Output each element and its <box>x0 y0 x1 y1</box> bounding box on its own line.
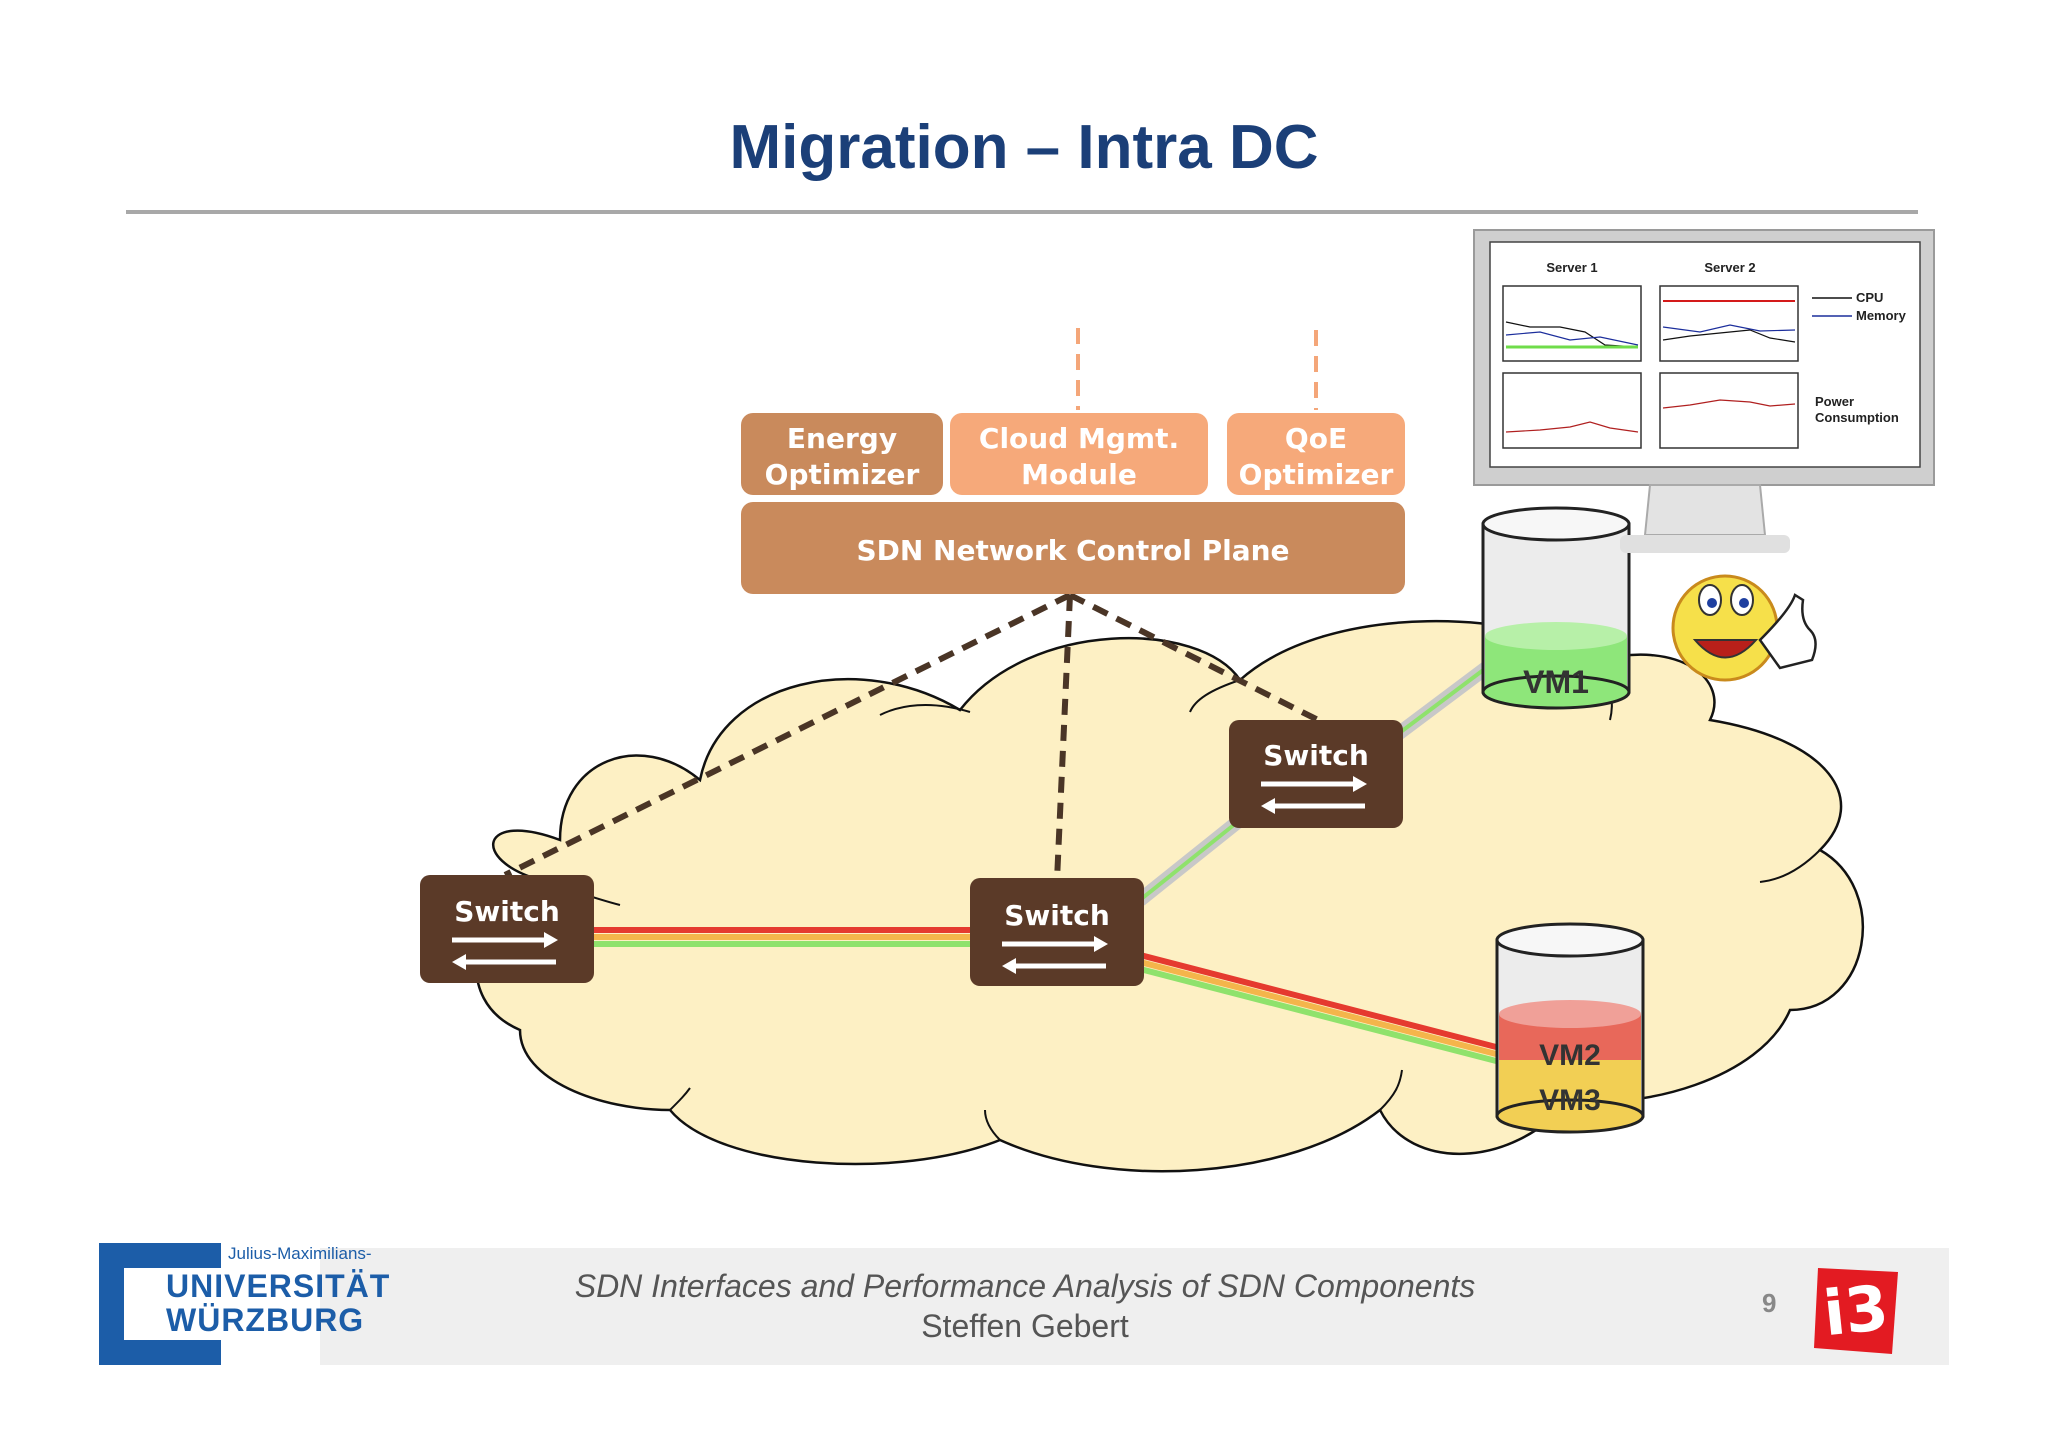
switch-right: Switch <box>1229 720 1403 828</box>
vm1-storage: VM1 <box>1481 506 1631 710</box>
upward-dashed-links <box>1076 328 1318 410</box>
switch-label: Switch <box>454 895 560 928</box>
legend-power: Power <box>1815 394 1854 409</box>
university-logo-inner <box>124 1268 221 1340</box>
footer-band <box>320 1248 1949 1365</box>
monitoring-screen: Server 1 Server 2 CPU Memory Power Consu… <box>1473 229 1935 553</box>
legend-memory: Memory <box>1856 308 1907 323</box>
cloud-mgmt-box <box>950 413 1208 495</box>
footer-author: Steffen Gebert <box>921 1308 1129 1344</box>
vm3-label: VM3 <box>1539 1084 1601 1117</box>
vm2-vm3-storage: VM2 VM3 <box>1495 922 1645 1134</box>
i3-logo-icon: i3 <box>1814 1268 1898 1354</box>
vm1-label: VM1 <box>1523 664 1589 700</box>
migration-paths <box>590 659 1501 1065</box>
university-logo-line2: WÜRZBURG <box>166 1302 365 1338</box>
control-links <box>503 592 1320 881</box>
title-divider <box>126 210 1918 214</box>
control-plane-label: SDN Network Control Plane <box>856 534 1289 567</box>
server2-label: Server 2 <box>1704 260 1755 275</box>
university-logo-small-text: Julius-Maximilians- <box>228 1244 372 1263</box>
cloud-mgmt-label: Cloud Mgmt.Module <box>979 422 1179 491</box>
legend-cpu: CPU <box>1856 290 1883 305</box>
switch-middle: Switch <box>970 878 1144 986</box>
switch-label: Switch <box>1263 739 1369 772</box>
qoe-optimizer-box <box>1227 413 1405 495</box>
slide-title: Migration – Intra DC <box>729 113 1319 182</box>
datacenter-cloud <box>475 619 1865 1173</box>
energy-optimizer-box <box>741 413 943 495</box>
control-plane-box <box>741 502 1405 594</box>
footer-title: SDN Interfaces and Performance Analysis … <box>574 1268 1476 1304</box>
legend-consumption: Consumption <box>1815 410 1899 425</box>
university-logo-line1: UNIVERSITÄT <box>166 1268 391 1304</box>
thumbs-up-smiley-icon <box>1671 574 1817 682</box>
server1-label: Server 1 <box>1546 260 1597 275</box>
vm2-label: VM2 <box>1539 1039 1601 1072</box>
page-number: 9 <box>1762 1288 1777 1318</box>
switch-label: Switch <box>1004 899 1110 932</box>
switch-left: Switch <box>420 875 594 983</box>
svg-text:i3: i3 <box>1820 1271 1892 1350</box>
